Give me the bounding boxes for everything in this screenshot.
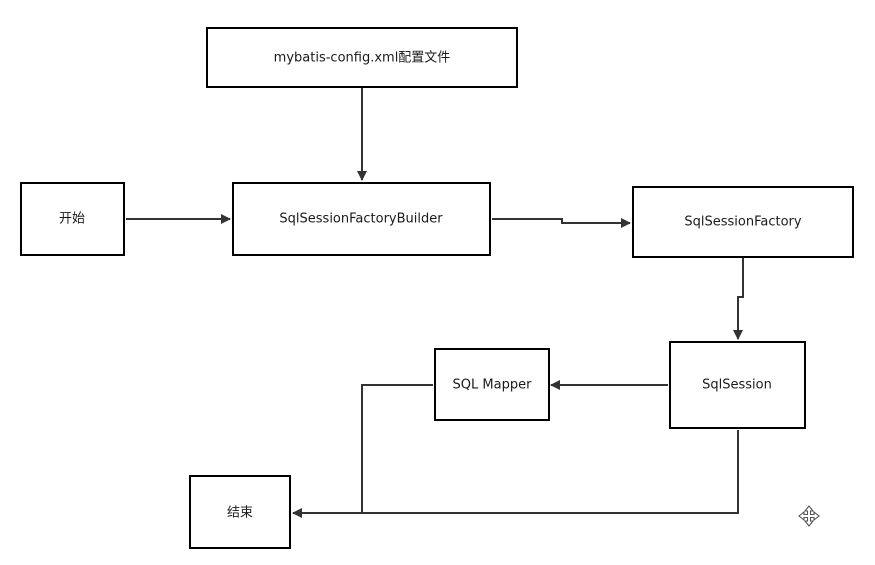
node-factory-box <box>632 186 854 258</box>
edge-session-to-end <box>292 430 739 518</box>
move-arrows-icon[interactable] <box>798 505 820 527</box>
edges <box>126 88 744 518</box>
node-session: SqlSession <box>669 341 806 429</box>
node-session-label: SqlSession <box>702 378 772 393</box>
node-start: 开始 <box>20 182 125 256</box>
node-end: 结束 <box>189 475 291 549</box>
node-config: mybatis-config.xml配置文件 <box>206 27 518 88</box>
node-config-box <box>206 27 518 88</box>
node-mapper-box <box>434 348 550 421</box>
node-builder: SqlSessionFactoryBuilder <box>232 182 491 256</box>
node-mapper-label: SQL Mapper <box>453 378 533 393</box>
node-builder-label: SqlSessionFactoryBuilder <box>279 212 443 227</box>
node-end-label: 结束 <box>227 506 253 521</box>
node-factory: SqlSessionFactory <box>632 186 854 258</box>
node-config-label: mybatis-config.xml配置文件 <box>274 51 451 66</box>
node-builder-box <box>232 182 491 256</box>
node-start-label: 开始 <box>59 212 85 227</box>
node-mapper: SQL Mapper <box>434 348 550 421</box>
node-session-box <box>669 341 806 429</box>
node-factory-label: SqlSessionFactory <box>684 215 802 230</box>
edge-builder-to-factory <box>492 218 631 228</box>
edge-mapper-to-end <box>361 384 433 513</box>
edge-factory-to-session <box>733 258 744 340</box>
node-end-box <box>189 475 291 549</box>
node-start-box <box>20 182 125 256</box>
